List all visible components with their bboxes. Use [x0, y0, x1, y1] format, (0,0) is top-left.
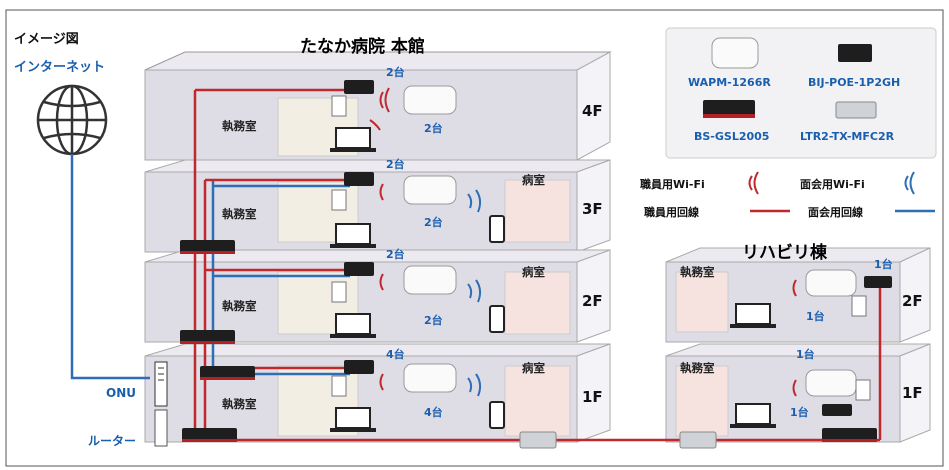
onu-device	[154, 361, 168, 447]
rehab-office-label-1f: 執務室	[680, 361, 715, 375]
top-count-3f: 2台	[386, 158, 405, 171]
client-devices	[330, 127, 776, 432]
legend-visitor-wifi: 面会用Wi-Fi	[800, 178, 865, 191]
legend-staff-line: 職員用回線	[644, 206, 699, 219]
rehab-count-a-1f: 1台	[796, 348, 815, 361]
floor-label-2f: 2F	[582, 292, 603, 310]
ward-label-3f: 病室	[522, 173, 545, 187]
rehab-floor-label-1f: 1F	[902, 384, 923, 402]
office-label-2f: 執務室	[222, 299, 257, 313]
product-label-bij: BIJ-POE-1P2GH	[808, 76, 901, 89]
legend-visitor-line: 面会用回線	[808, 206, 863, 219]
switches	[180, 240, 877, 442]
office-label-1f: 執務室	[222, 397, 257, 411]
rehab-count-b-1f: 1台	[790, 406, 809, 419]
internet-globe	[36, 84, 108, 156]
top-count-4f: 2台	[386, 66, 405, 79]
legend-graphics	[748, 171, 935, 213]
outer-frame	[5, 9, 944, 467]
product-label-bs-gsl: BS-GSL2005	[694, 130, 770, 143]
rehab-count-a-2f: 1台	[874, 258, 893, 271]
wall-outlets	[331, 95, 871, 401]
wifi-waves	[369, 87, 797, 397]
rehab-count-b-2f: 1台	[806, 310, 825, 323]
ap-count-1f: 4台	[424, 406, 443, 419]
office-label-3f: 執務室	[222, 207, 257, 221]
top-count-2f: 2台	[386, 248, 405, 261]
ward-label-2f: 病室	[522, 265, 545, 279]
ward-label-1f: 病室	[522, 361, 545, 375]
ap-count-2f: 2台	[424, 314, 443, 327]
onu-label: ONU	[106, 386, 136, 400]
product-label-wapm: WAPM-1266R	[688, 76, 771, 89]
router-label: ルーター	[88, 434, 137, 448]
product-label-ltr2: LTR2-TX-MFC2R	[800, 130, 895, 143]
floor-label-3f: 3F	[582, 200, 603, 218]
internet-label: インターネット	[14, 60, 106, 75]
rehab-building-title: リハビリ棟	[742, 243, 827, 263]
rehab-floor-label-2f: 2F	[902, 292, 923, 310]
floor-label-1f: 1F	[582, 388, 603, 406]
top-count-1f: 4台	[386, 348, 405, 361]
ap-count-4f: 2台	[424, 122, 443, 135]
legend-staff-wifi: 職員用Wi-Fi	[640, 178, 705, 191]
ap-count-3f: 2台	[424, 216, 443, 229]
rehab-office-label-2f: 執務室	[680, 265, 715, 279]
office-label-4f: 執務室	[222, 119, 257, 133]
product-legend-box	[665, 27, 937, 159]
image-label: イメージ図	[14, 32, 79, 47]
floor-label-4f: 4F	[582, 102, 603, 120]
media-converters	[519, 431, 717, 449]
main-building-title: たなか病院 本館	[300, 37, 425, 57]
access-points	[344, 80, 892, 416]
